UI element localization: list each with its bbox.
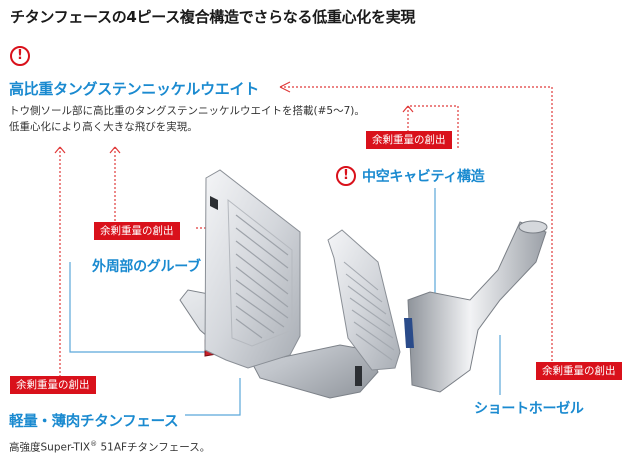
titanium-face-label: 軽量・薄肉チタンフェース (9, 414, 179, 430)
cavity-leader (407, 105, 459, 150)
hosel-surplus-badge: 余剰重量の創出 (536, 362, 622, 380)
tungsten-weight-label: 高比重タングステンニッケルウエイト (9, 80, 259, 98)
titanium-face-plate (204, 169, 301, 369)
tungsten-leader-right (280, 86, 553, 372)
short-hosel (404, 220, 548, 393)
cavity-alert-icon: ! (336, 166, 356, 186)
groove-surplus-badge: 余剰重量の創出 (94, 222, 180, 240)
cavity-surplus-badge: 余剰重量の創出 (366, 131, 452, 149)
alert-icon: ! (10, 46, 30, 66)
tungsten-weight-desc-2: 低重心化により高く大きな飛びを実現。 (9, 121, 198, 133)
tungsten-weight-desc-1: トウ側ソール部に高比重のタングステンニッケルウエイトを搭載(#5〜7)。 (9, 105, 365, 117)
page-title: チタンフェースの4ピース複合構造でさらなる低重心化を実現 (10, 8, 416, 26)
hollow-cavity-label: 中空キャビティ構造 (362, 169, 485, 185)
short-hosel-label: ショートホーゼル (474, 401, 584, 417)
cavity-insert-plate (327, 229, 401, 371)
perimeter-groove-label: 外周部のグルーブ (92, 259, 201, 275)
titanium-face-desc: 高強度Super-TIX® 51AFチタンフェース。 (9, 440, 211, 454)
face-surplus-badge: 余剰重量の創出 (10, 376, 96, 394)
